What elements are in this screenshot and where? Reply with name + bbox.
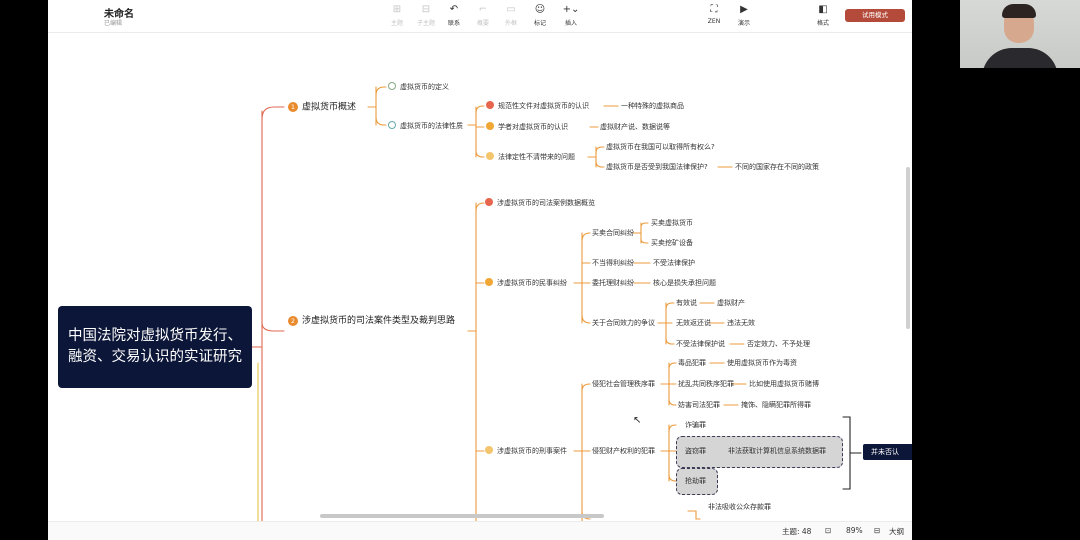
top-toolbar: 未命名 已编辑 ⊞ 主题 ⊟ 子主题 ↶ 联系 ⌐ 概要 ▭ 外框 ☺ 标记 +… [48, 0, 912, 33]
topic-count: 主题: 48 [782, 527, 812, 536]
topic-drug-funds[interactable]: 使用虚拟货币作为毒资 [727, 359, 797, 367]
status-bar: 主题: 48 ⊡ 89% ⊟ 大纲 [48, 521, 912, 540]
topic-virtual-property[interactable]: 虚拟财产 [717, 299, 745, 307]
format-button[interactable]: ◧ 格式 [809, 3, 837, 27]
priority-1-icon: 1 [288, 102, 298, 112]
zoom-level[interactable]: 89% [846, 526, 863, 535]
present-button[interactable]: ▶ 演示 [730, 3, 758, 27]
root-topic[interactable]: 中国法院对虚拟货币发行、融资、交易认识的实证研究 [58, 306, 252, 388]
outline-frame-button[interactable]: ▭ 外框 [497, 3, 525, 27]
topic-definition[interactable]: 虚拟货币的定义 [388, 82, 449, 92]
subtopic-button[interactable]: ⊟ 子主题 [412, 3, 440, 27]
topic-property-theory[interactable]: 虚拟财产说、数据说等 [600, 123, 670, 131]
topic-invalid-return[interactable]: 无效返还说 [676, 319, 711, 327]
vertical-scrollbar[interactable] [906, 167, 910, 329]
subtopic-icon: ⊟ [421, 4, 431, 15]
topic-criminal-cases[interactable]: 涉虚拟货币的刑事案件 [485, 446, 567, 456]
progress-marker-icon [388, 121, 396, 129]
topic-theft[interactable]: 盗窃罪 [685, 447, 706, 455]
topic-sales-contract[interactable]: 买卖合同纠纷 [592, 229, 634, 237]
mouse-cursor-icon: ↖ [633, 415, 642, 426]
summary-icon: ⌐ [478, 4, 488, 15]
topic-drug-crime[interactable]: 毒品犯罪 [678, 359, 706, 367]
topic-button[interactable]: ⊞ 主题 [383, 3, 411, 27]
topic-fraud[interactable]: 诈骗罪 [685, 421, 706, 429]
document-title[interactable]: 未命名 [104, 9, 134, 20]
document-status: 已编辑 [104, 20, 123, 27]
topic-contract-validity[interactable]: 关于合同效力的争议 [592, 319, 655, 327]
topic-icon: ⊞ [392, 4, 402, 15]
yellow-marker-icon [486, 152, 494, 160]
topic-unprotected-theory[interactable]: 不受法律保护说 [676, 340, 725, 348]
topic-legal-nature[interactable]: 虚拟货币的法律性质 [388, 121, 463, 131]
yellow-marker-icon [485, 446, 493, 454]
topic-conceal-proceeds[interactable]: 掩饰、隐瞒犯罪所得罪 [741, 401, 811, 409]
topic-illegal-invalid[interactable]: 违法无效 [727, 319, 755, 327]
topic-valid-theory[interactable]: 有效说 [676, 299, 697, 307]
topic-scholar-view[interactable]: 学者对虚拟货币的认识 [486, 122, 568, 132]
topic-obstruct-justice[interactable]: 妨害司法犯罪 [678, 401, 720, 409]
topic-unclear-legal-status[interactable]: 法律定性不清带来的问题 [486, 152, 575, 162]
relation-button[interactable]: ↶ 联系 [440, 3, 468, 27]
outline-view-icon[interactable]: ⊟ [874, 526, 881, 535]
topic-not-protected[interactable]: 不受法律保护 [653, 259, 695, 267]
topic-deny-effect[interactable]: 否定效力、不予处理 [747, 340, 810, 348]
topic-entrusted-finance[interactable]: 委托理财纠纷 [592, 279, 634, 287]
insert-button[interactable]: +⌄ 插入 [557, 3, 585, 27]
topic-illegal-deposit[interactable]: 非法吸收公众存款罪 [708, 503, 771, 511]
outline-view-button[interactable]: 大纲 [889, 527, 904, 536]
red-marker-icon [485, 198, 493, 206]
presenter-body [982, 48, 1058, 68]
topic-social-order-crimes[interactable]: 侵犯社会管理秩序罪 [592, 380, 655, 388]
topic-property-crimes[interactable]: 侵犯财产权利的犯罪 [592, 447, 655, 455]
topic-buy-currency[interactable]: 买卖虚拟货币 [651, 219, 693, 227]
topic-robbery[interactable]: 抢劫罪 [685, 477, 706, 485]
topic-illegal-data-acquisition[interactable]: 非法获取计算机信息系统数据罪 [728, 447, 826, 455]
webcam-overlay [960, 0, 1080, 68]
selected-topic-highlight[interactable] [676, 436, 843, 468]
red-marker-icon [486, 101, 494, 109]
topic-gambling[interactable]: 比如使用虚拟货币赌博 [749, 380, 819, 388]
relation-icon: ↶ [449, 4, 459, 15]
fullscreen-icon: ⛶ [710, 4, 718, 15]
topic-different-policies[interactable]: 不同的国家存在不同的政策 [735, 163, 819, 171]
orange-marker-icon [485, 278, 493, 286]
plus-icon: +⌄ [562, 4, 580, 15]
trial-mode-button[interactable]: 试用模式 [845, 9, 905, 22]
circle-marker-icon [388, 82, 396, 90]
topic-buy-mining-equipment[interactable]: 买卖挖矿设备 [651, 239, 693, 247]
topic-ownership-question[interactable]: 虚拟货币在我国可以取得所有权么? [606, 143, 715, 151]
topic-civil-disputes[interactable]: 涉虚拟货币的民事纠纷 [485, 278, 567, 288]
topic-normative-view[interactable]: 规范性文件对虚拟货币的认识 [486, 101, 589, 111]
frame-icon: ▭ [506, 4, 516, 15]
topic-legal-protection-question[interactable]: 虚拟货币是否受到我国法律保护? [606, 163, 708, 171]
marker-icon: ☺ [534, 4, 546, 15]
orange-marker-icon [486, 122, 494, 130]
connector-lines [251, 86, 862, 521]
zen-button[interactable]: ⛶ ZEN [700, 3, 728, 25]
map-view-icon[interactable]: ⊡ [825, 526, 832, 535]
summary-button[interactable]: ⌐ 概要 [469, 3, 497, 27]
marker-button[interactable]: ☺ 标记 [526, 3, 554, 27]
mindmap-app-window: 未命名 已编辑 ⊞ 主题 ⊟ 子主题 ↶ 联系 ⌐ 概要 ▭ 外框 ☺ 标记 +… [48, 0, 912, 540]
topic-unjust-enrichment[interactable]: 不当得利纠纷 [592, 259, 634, 267]
selected-topic-highlight[interactable] [676, 468, 718, 495]
topic-loss-bearing[interactable]: 核心是损失承担问题 [653, 279, 716, 287]
horizontal-scrollbar[interactable] [320, 514, 604, 518]
presenter-hair [1002, 4, 1036, 18]
summary-note[interactable]: 并未否认 [863, 444, 912, 460]
topic-special-commodity[interactable]: 一种特殊的虚拟商品 [621, 102, 684, 110]
play-icon: ▶ [740, 4, 748, 15]
priority-2-icon: 2 [288, 315, 298, 326]
topic-public-order-crime[interactable]: 扰乱共同秩序犯罪 [678, 380, 734, 388]
format-panel-icon: ◧ [818, 4, 828, 15]
topic-case-data-overview[interactable]: 涉虚拟货币的司法案例数据概览 [485, 198, 595, 208]
